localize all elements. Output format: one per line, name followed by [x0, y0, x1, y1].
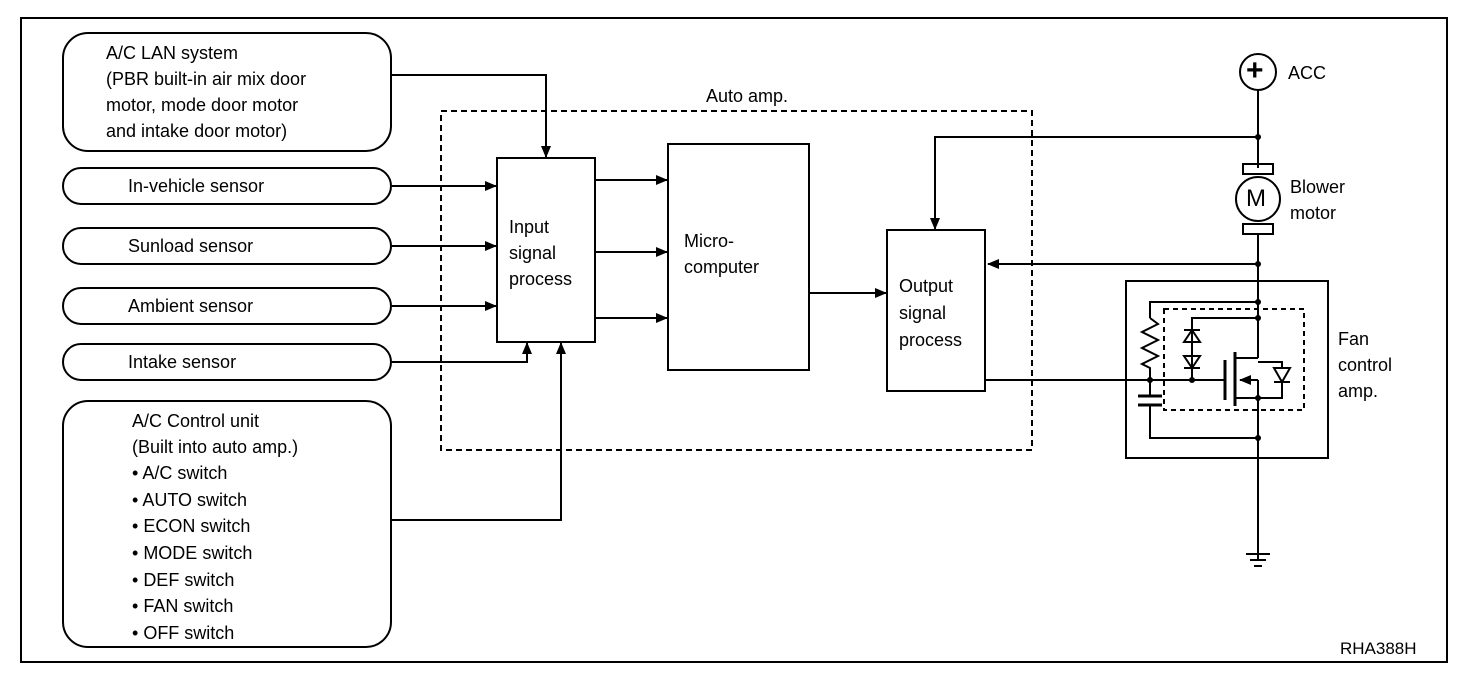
- microcomputer-block: [667, 143, 810, 371]
- switch-label: AUTO switch: [142, 490, 247, 510]
- sunload-sensor-label: Sunload sensor: [128, 236, 254, 256]
- switch-item: • DEF switch: [132, 570, 235, 590]
- blower-motor-label-1: Blower: [1290, 177, 1346, 197]
- lan-line-4: and intake door motor): [106, 121, 288, 141]
- switch-label: MODE switch: [143, 543, 253, 563]
- fan-amp-resistor: [1139, 317, 1161, 380]
- fan-amp-top-rail: [1149, 301, 1258, 318]
- auto-amp-boundary: [440, 110, 1033, 451]
- switch-item: • OFF switch: [132, 623, 235, 643]
- switch-item: • MODE switch: [132, 543, 253, 563]
- auto-amp-label: Auto amp.: [706, 86, 789, 106]
- switch-item: • FAN switch: [132, 596, 234, 616]
- control-unit-line: [392, 342, 566, 521]
- motor-brush-bottom: [1242, 223, 1274, 235]
- intake-sensor-label: Intake sensor: [128, 352, 237, 372]
- fan-amp-zener-1: [1182, 328, 1202, 343]
- output-block-line-1: Output: [899, 276, 954, 296]
- ambient-sensor-label: Ambient sensor: [128, 296, 254, 316]
- intake-sensor-box: [62, 343, 392, 381]
- intake-line: [392, 342, 532, 363]
- input-signal-block: [496, 157, 596, 343]
- fan-amp-inner: [1163, 308, 1305, 411]
- blower-motor-symbol: [1235, 176, 1281, 222]
- control-unit-box: [62, 400, 392, 648]
- control-unit-title: A/C Control unit: [132, 411, 260, 431]
- diagram-frame: [20, 17, 1448, 663]
- output-block-line-2: signal: [899, 303, 947, 323]
- switch-label: ECON switch: [143, 516, 251, 536]
- fan-amp-label-2: control: [1338, 355, 1393, 375]
- input-block-line-2: signal: [509, 243, 557, 263]
- control-unit-subtitle: (Built into auto amp.): [132, 437, 299, 457]
- junction-source: [1255, 395, 1261, 401]
- ambient-sensor-box: [62, 287, 392, 325]
- acc-plus-symbol: +: [1246, 54, 1264, 87]
- input-block-line-3: process: [509, 269, 573, 289]
- figure-code: RHA388H: [1340, 639, 1417, 658]
- switch-label: A/C switch: [142, 463, 228, 483]
- micro-block-line-2: computer: [684, 257, 760, 277]
- switch-item: • A/C switch: [132, 463, 228, 483]
- lan-line-2: (PBR built-in air mix door: [106, 69, 307, 89]
- sunload-sensor-box: [62, 227, 392, 265]
- fan-amp-zener-2: [1182, 355, 1202, 370]
- lan-system-box: [62, 32, 392, 152]
- fan-amp-bottom-rail: [1149, 405, 1258, 439]
- motor-symbol-letter: M: [1246, 185, 1266, 212]
- output-block-line-3: process: [899, 330, 963, 350]
- junction-motor: [1255, 261, 1261, 267]
- acc-terminal: [1239, 53, 1277, 91]
- fan-amp-label-3: amp.: [1338, 381, 1379, 401]
- junction-gate: [1189, 377, 1195, 383]
- junction-bottom: [1255, 435, 1261, 441]
- switch-label: DEF switch: [143, 570, 235, 590]
- junction-acc: [1255, 134, 1261, 140]
- lan-to-input-line: [392, 74, 551, 158]
- junction-rc: [1147, 377, 1153, 383]
- switch-label: FAN switch: [143, 596, 234, 616]
- junction-diode: [1255, 315, 1261, 321]
- fan-amp-label-1: Fan: [1338, 329, 1370, 349]
- switch-item: • AUTO switch: [132, 490, 247, 510]
- blower-motor-label-2: motor: [1290, 203, 1337, 223]
- junction-top: [1255, 299, 1261, 305]
- acc-feedback-line: [930, 136, 1258, 230]
- motor-brush-top: [1242, 163, 1274, 175]
- fan-amp-box: [1125, 280, 1329, 459]
- in-vehicle-sensor-label: In-vehicle sensor: [128, 176, 265, 196]
- lan-line-3: motor, mode door motor: [106, 95, 299, 115]
- switch-item: • ECON switch: [132, 516, 251, 536]
- switch-label: OFF switch: [143, 623, 235, 643]
- lan-line-1: A/C LAN system: [106, 43, 239, 63]
- micro-block-line-1: Micro-: [684, 231, 734, 251]
- fan-amp-body-diode: [1258, 361, 1292, 399]
- in-vehicle-sensor-box: [62, 167, 392, 205]
- acc-label: ACC: [1288, 63, 1327, 83]
- output-signal-block: [886, 229, 986, 392]
- input-block-line-1: Input: [509, 217, 550, 237]
- fan-amp-diode-rail: [1191, 317, 1258, 380]
